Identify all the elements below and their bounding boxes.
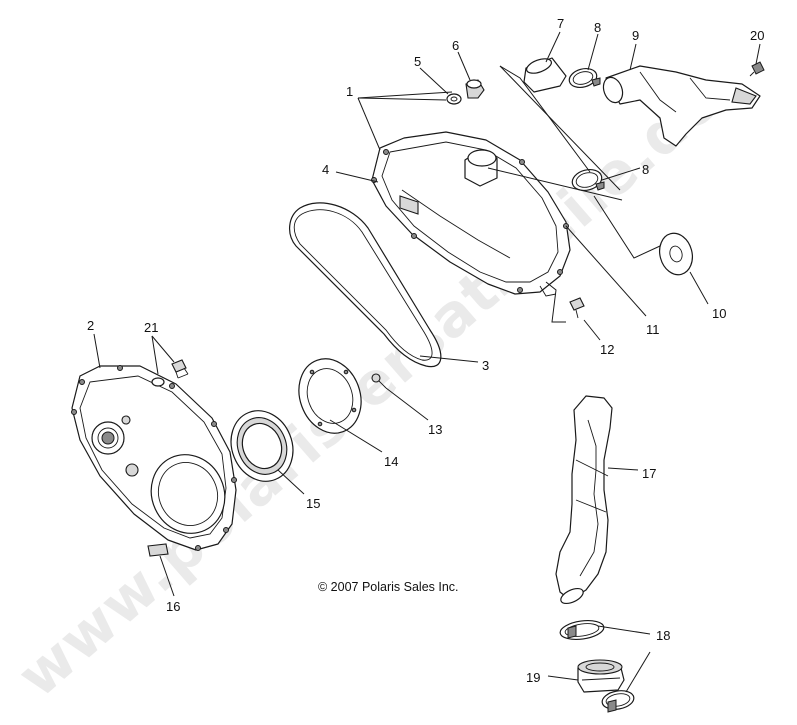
callout-3: 3 <box>482 358 489 373</box>
hose-clamp-duct-top <box>559 619 605 641</box>
callout-10: 10 <box>712 306 726 321</box>
screw-small <box>371 373 387 389</box>
hose-clamp-upper <box>568 67 601 89</box>
callout-5: 5 <box>414 54 421 69</box>
callout-12: 12 <box>600 342 614 357</box>
leader-lines <box>93 31 761 693</box>
screw-duct <box>749 61 765 77</box>
callout-numbers: 1 2 3 4 5 6 7 8 8 9 10 11 12 13 14 15 16… <box>87 16 764 685</box>
callout-8b: 8 <box>642 162 649 177</box>
cover-bolt <box>569 297 585 319</box>
duct-coupler <box>523 57 567 93</box>
grommet-bushing <box>465 79 485 99</box>
callout-18: 18 <box>656 628 670 643</box>
washer <box>446 93 462 105</box>
callout-17: 17 <box>642 466 656 481</box>
callout-4: 4 <box>322 162 329 177</box>
callout-9: 9 <box>632 28 639 43</box>
inner-clutch-cover <box>71 365 237 551</box>
bolt-with-washer <box>151 359 189 387</box>
copyright-notice: © 2007 Polaris Sales Inc. <box>318 580 459 594</box>
hose-clamp-duct-bottom <box>601 690 635 713</box>
callout-14: 14 <box>384 454 398 469</box>
drive-belt <box>289 202 442 368</box>
callout-21: 21 <box>144 320 158 335</box>
callout-1: 1 <box>346 84 353 99</box>
window-seal <box>230 410 294 482</box>
callout-13: 13 <box>428 422 442 437</box>
callout-7: 7 <box>557 16 564 31</box>
outer-clutch-cover <box>371 131 571 297</box>
callout-2: 2 <box>87 318 94 333</box>
callout-19: 19 <box>526 670 540 685</box>
callout-20: 20 <box>750 28 764 43</box>
intake-duct <box>602 65 761 147</box>
gasket-disc <box>659 232 693 276</box>
callout-6: 6 <box>452 38 459 53</box>
callout-11: 11 <box>646 322 660 337</box>
decal <box>147 543 169 557</box>
exhaust-duct <box>555 395 613 605</box>
duct-adapter <box>577 659 625 693</box>
hose-clamp-lower <box>571 168 605 192</box>
retainer-plate <box>298 358 362 434</box>
callout-15: 15 <box>306 496 320 511</box>
callout-8a: 8 <box>594 20 601 35</box>
callout-16: 16 <box>166 599 180 614</box>
